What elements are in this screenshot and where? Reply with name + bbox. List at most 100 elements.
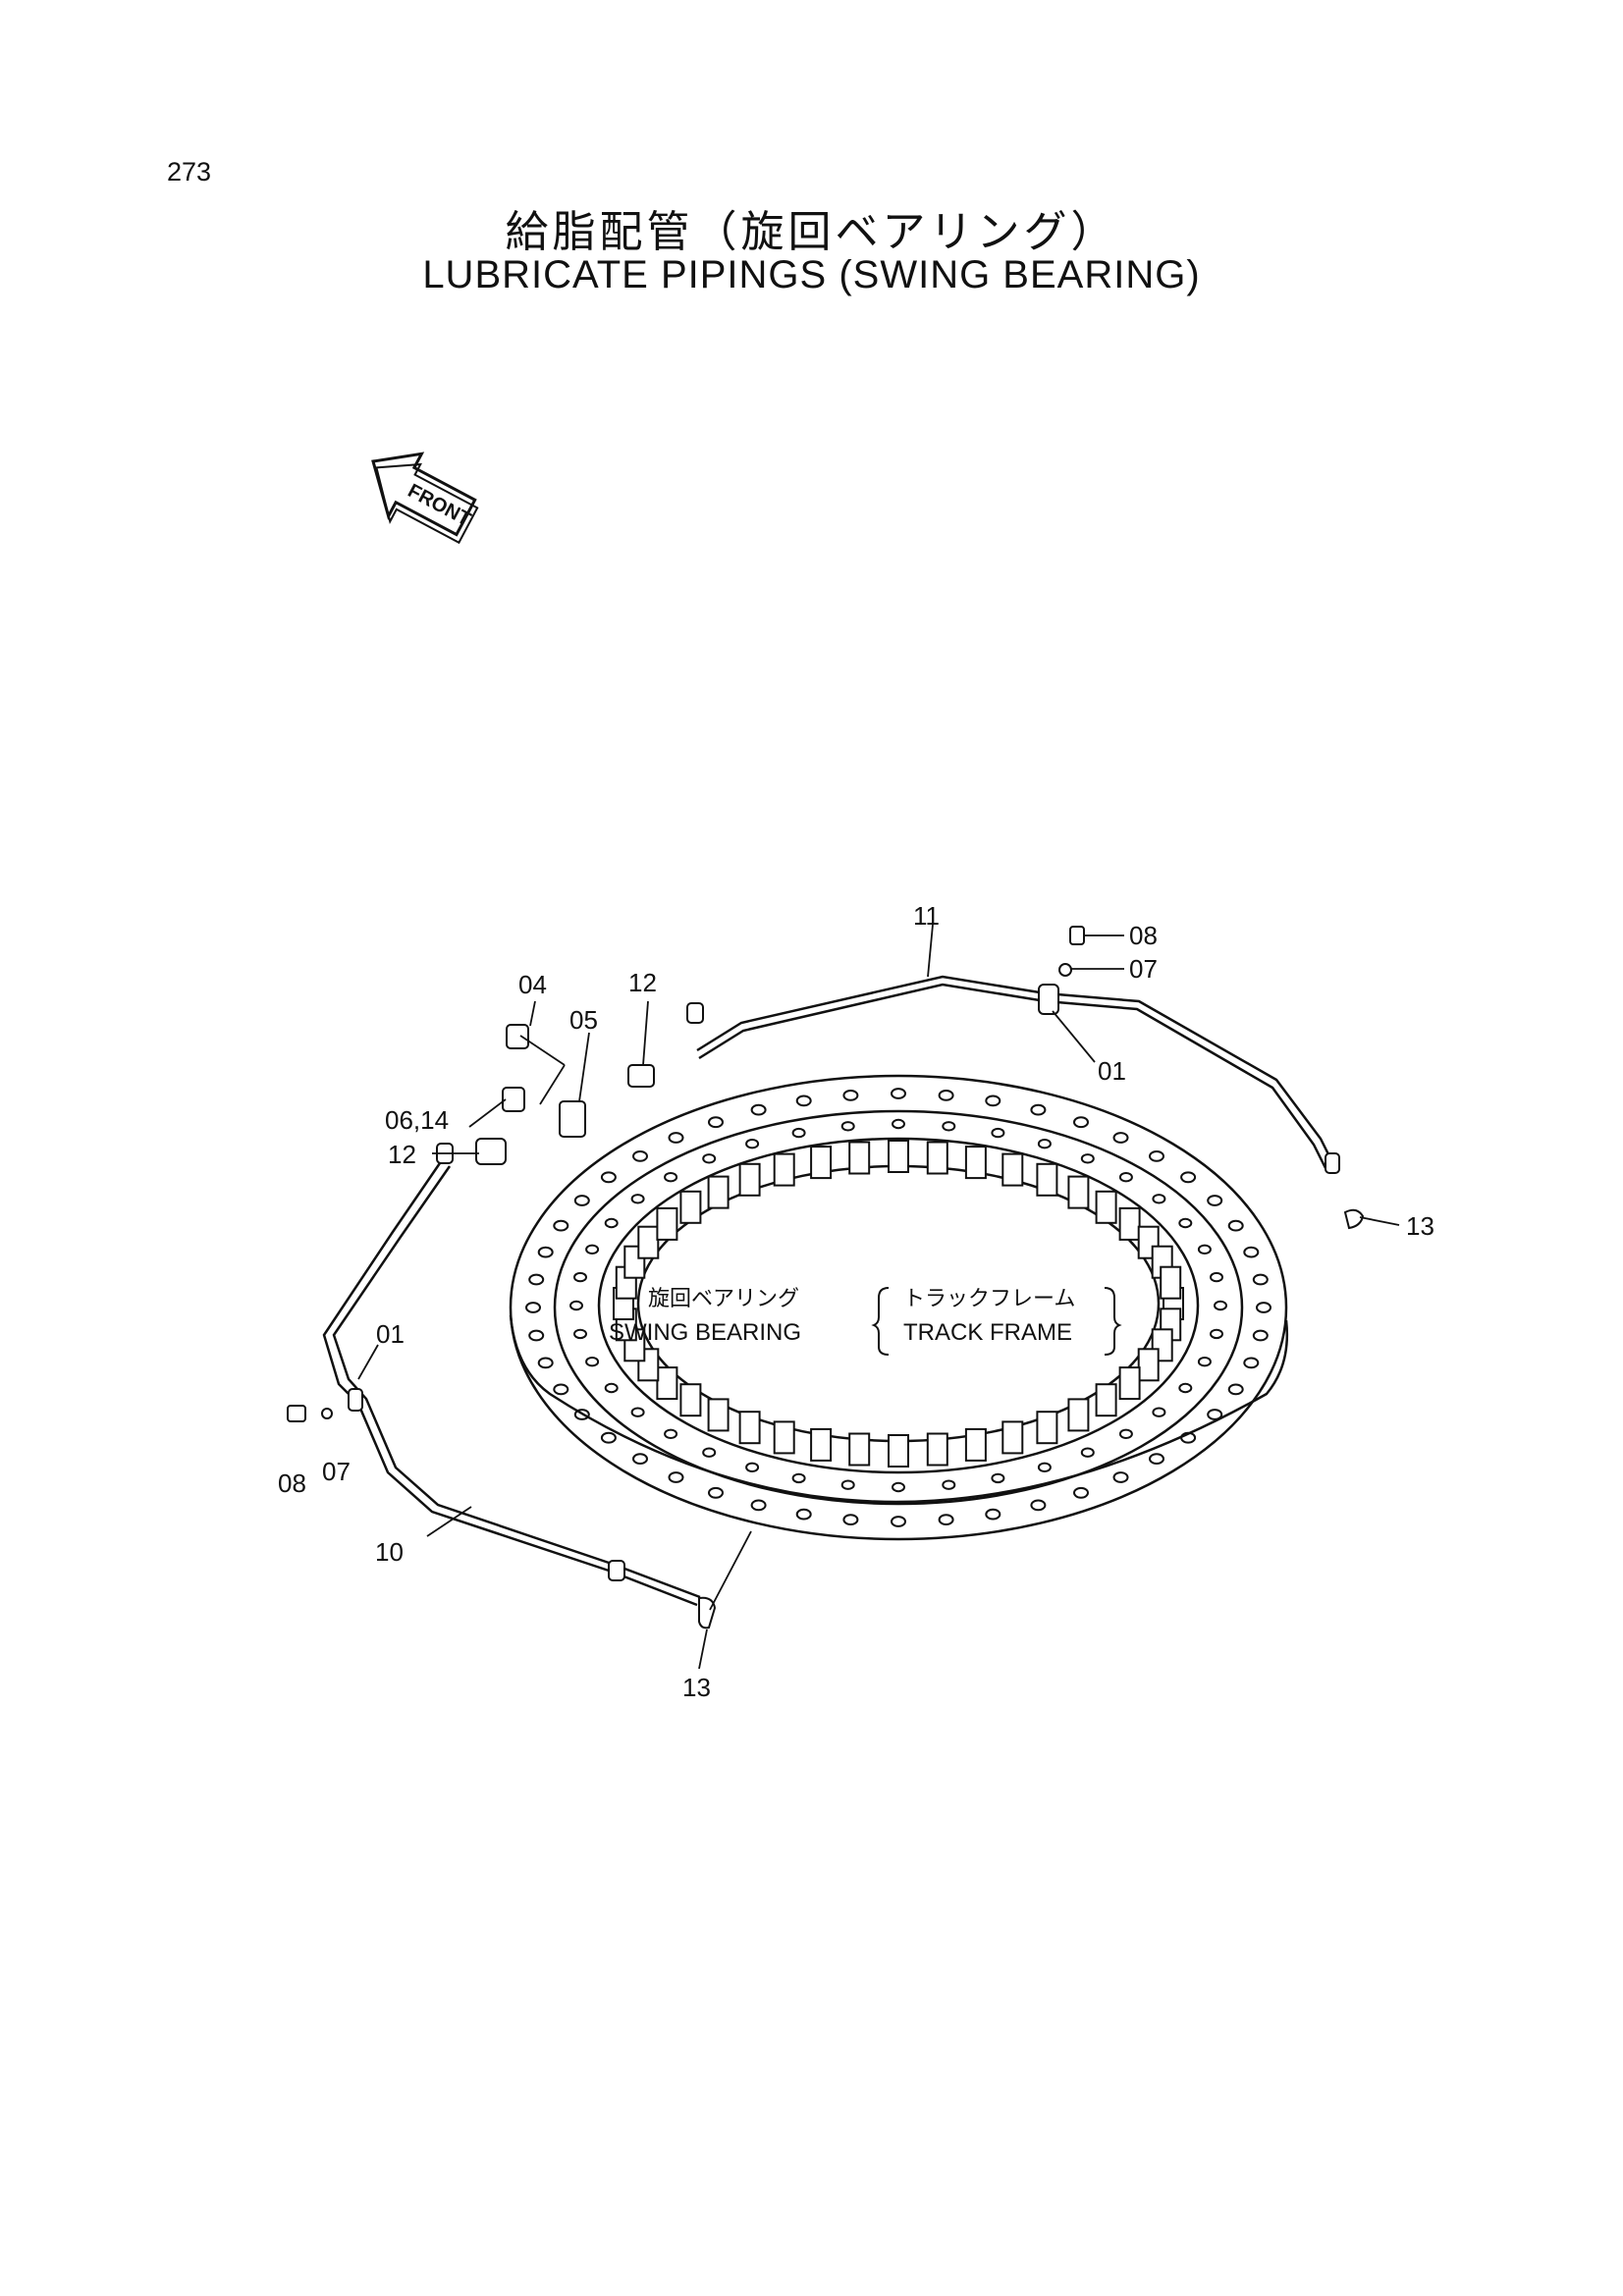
bolt-hole	[1080, 1447, 1095, 1458]
bolt-hole	[1030, 1499, 1047, 1512]
bolt-hole	[1112, 1471, 1129, 1483]
bolt-hole	[942, 1121, 956, 1132]
callout-07-left: 07	[322, 1457, 351, 1486]
bolt-hole	[1180, 1171, 1197, 1184]
bearing-tooth	[679, 1190, 702, 1224]
bolt-hole	[537, 1357, 554, 1369]
bolt-hole	[840, 1479, 855, 1490]
bearing-tooth	[926, 1141, 948, 1175]
bolt-hole	[791, 1472, 806, 1484]
bearing-tooth	[1137, 1348, 1160, 1382]
callout-12-left: 12	[388, 1140, 416, 1169]
bolt-hole	[1030, 1103, 1047, 1116]
bolt-hole	[750, 1499, 767, 1512]
bearing-tooth	[1118, 1366, 1141, 1401]
bearing-tooth	[637, 1225, 660, 1259]
callout-10: 10	[375, 1537, 404, 1567]
bolt-hole	[1243, 1246, 1260, 1258]
bolt-hole	[708, 1116, 724, 1129]
swing-bearing-label-en: SWING BEARING	[609, 1319, 801, 1346]
callout-13-bottom: 13	[682, 1673, 711, 1702]
bearing-tooth	[964, 1146, 987, 1180]
bolt-hole	[1073, 1116, 1089, 1129]
bolt-hole	[1149, 1453, 1164, 1465]
callout-07-top: 07	[1129, 954, 1158, 984]
bearing-tooth	[1095, 1190, 1117, 1224]
bolt-hole	[600, 1431, 617, 1444]
title-japanese: 給脂配管（旋回ベアリング）	[505, 207, 1118, 257]
bolt-hole	[1252, 1273, 1269, 1286]
bearing-tooth	[707, 1398, 730, 1432]
callout-11: 11	[913, 901, 940, 931]
bearing-tooth	[1036, 1162, 1058, 1197]
bolt-hole	[1178, 1382, 1193, 1394]
bearing-tooth	[1160, 1265, 1182, 1300]
bolt-hole	[708, 1486, 724, 1499]
bolt-hole	[528, 1273, 545, 1286]
bolt-hole	[791, 1127, 806, 1139]
bolt-hole	[1227, 1219, 1244, 1232]
bolt-hole	[1210, 1328, 1223, 1340]
bearing-tooth	[1067, 1175, 1090, 1209]
bolt-hole	[702, 1153, 717, 1164]
bolt-hole	[891, 1088, 906, 1099]
bolt-hole	[525, 1302, 541, 1313]
bolt-hole	[745, 1139, 760, 1149]
bolt-hole	[573, 1328, 587, 1340]
callout-12-top: 12	[628, 968, 657, 997]
bolt-hole	[1037, 1462, 1052, 1473]
bearing-tooth	[656, 1206, 678, 1241]
bolt-hole	[1037, 1139, 1052, 1149]
bolt-hole	[702, 1447, 717, 1458]
bolt-hole	[1073, 1486, 1089, 1499]
title-english: LUBRICATE PIPINGS (SWING BEARING)	[422, 253, 1201, 296]
swing-bearing-label-ja: 旋回ベアリング	[648, 1287, 799, 1311]
bolt-hole	[573, 1409, 590, 1420]
bolt-hole	[1080, 1153, 1095, 1164]
bearing-tooth	[810, 1427, 833, 1462]
bolt-hole	[991, 1127, 1005, 1139]
bolt-hole	[1214, 1300, 1227, 1311]
bolt-hole	[630, 1407, 645, 1417]
bearing-tooth	[888, 1434, 909, 1468]
bearing-tooth	[926, 1432, 948, 1467]
bolt-hole	[632, 1453, 648, 1465]
callout-06-14: 06,14	[385, 1105, 449, 1135]
bearing-tooth	[773, 1152, 795, 1187]
track-frame-label-ja: トラックフレーム	[903, 1287, 1075, 1311]
bolt-hole	[573, 1271, 587, 1283]
bolt-hole	[991, 1472, 1005, 1484]
bolt-hole	[985, 1508, 1001, 1521]
bearing-tooth	[738, 1162, 761, 1197]
bolt-hole	[604, 1382, 619, 1394]
bolt-hole	[528, 1329, 545, 1342]
callout-13-right: 13	[1406, 1211, 1434, 1241]
bolt-hole	[1178, 1217, 1193, 1229]
callout-01-left: 01	[376, 1319, 405, 1349]
bolt-hole	[585, 1357, 600, 1367]
callout-08-left: 08	[278, 1468, 306, 1498]
bearing-tooth	[707, 1175, 730, 1209]
bolt-hole	[1118, 1172, 1133, 1183]
bearing-bolt-holes	[525, 1088, 1271, 1527]
bolt-hole	[569, 1300, 583, 1311]
bolt-hole	[745, 1462, 760, 1473]
bearing-tooth	[679, 1383, 702, 1417]
callout-08-top: 08	[1129, 921, 1158, 950]
bolt-hole	[553, 1219, 569, 1232]
track-frame-label-en: TRACK FRAME	[903, 1319, 1072, 1346]
bearing-tooth	[1036, 1411, 1058, 1445]
bearing-tooth	[848, 1432, 871, 1467]
leader-lines	[357, 924, 1400, 1670]
bolt-hole	[537, 1246, 554, 1258]
bolt-hole	[1180, 1431, 1197, 1444]
bolt-hole	[892, 1118, 905, 1130]
bearing-tooth	[810, 1146, 833, 1180]
bearing-tooth	[1067, 1398, 1090, 1432]
page-number: 273	[167, 157, 212, 187]
bolt-hole	[795, 1095, 812, 1107]
bolt-hole	[1210, 1271, 1223, 1283]
bearing-tooth	[964, 1427, 987, 1462]
bearing-tooth	[888, 1140, 909, 1173]
